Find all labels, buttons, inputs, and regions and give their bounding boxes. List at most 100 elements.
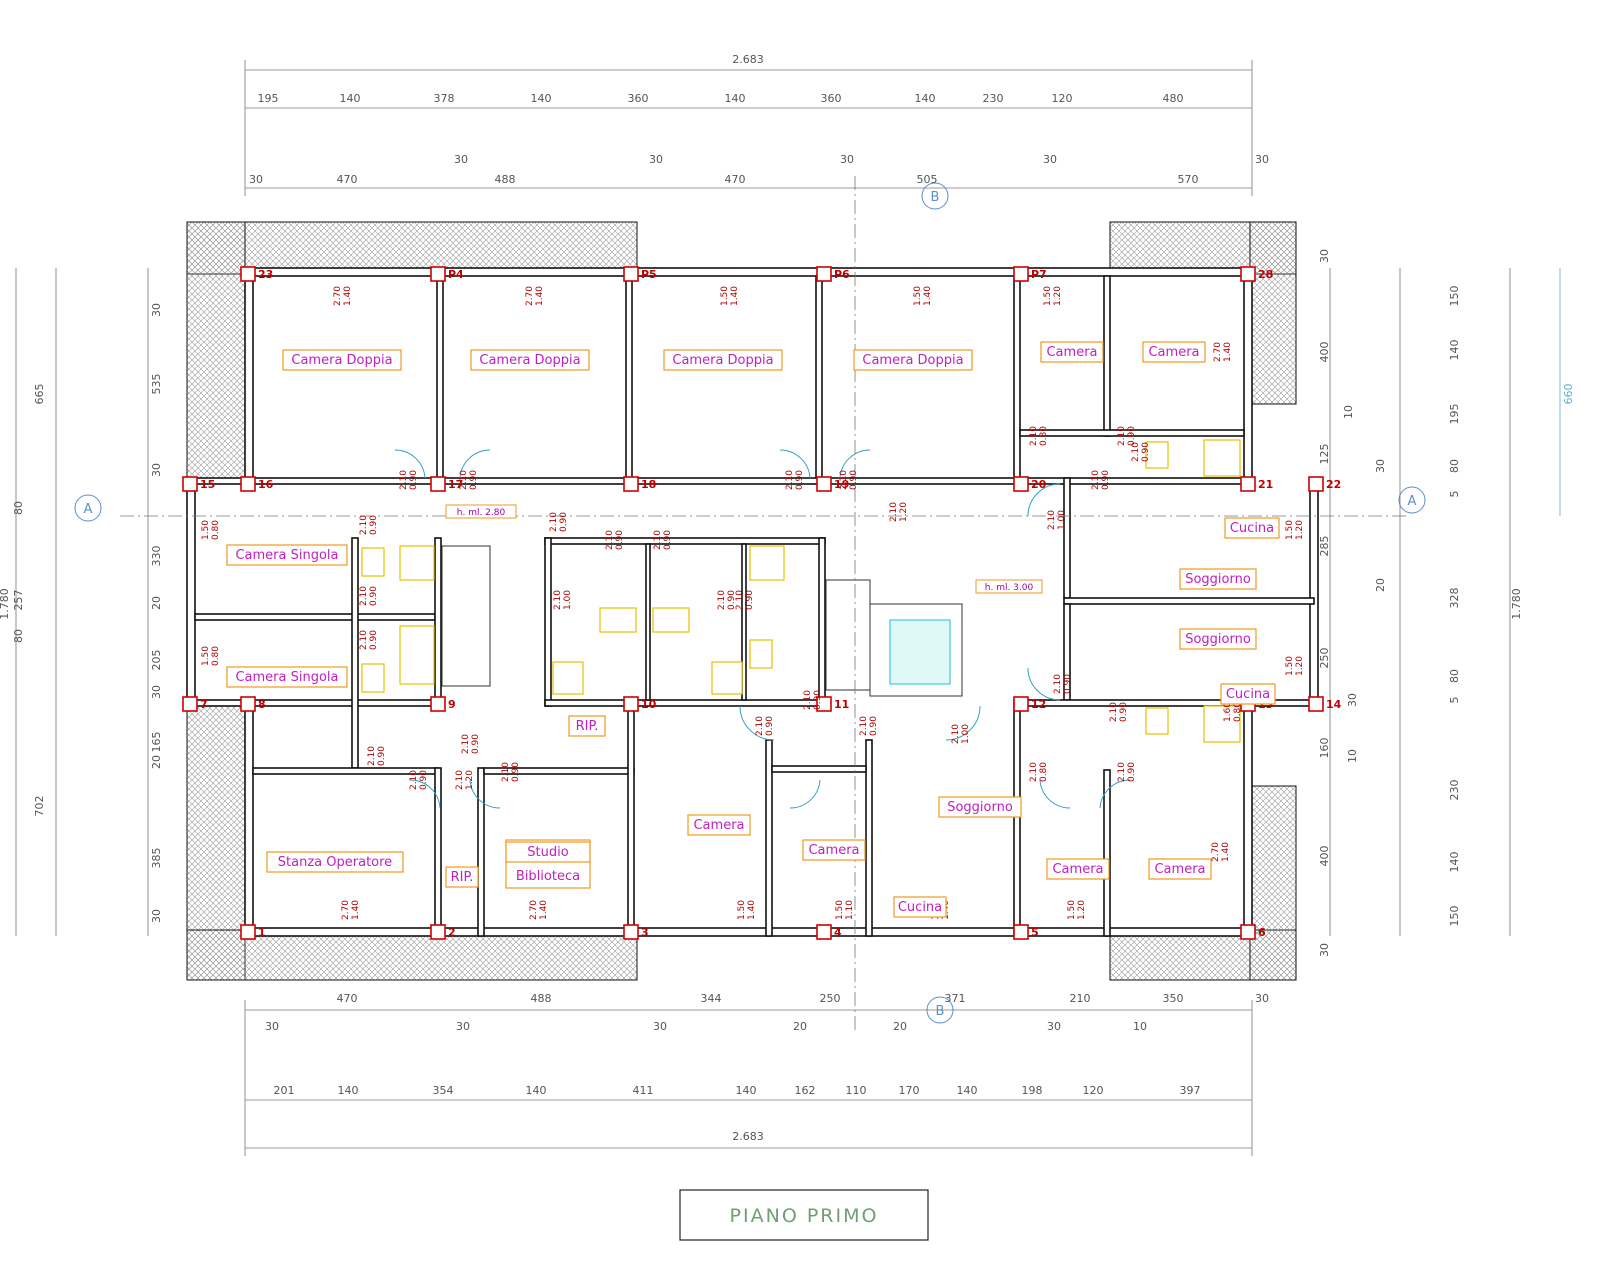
dim-top-2-8: 30 (1043, 153, 1057, 166)
dim-right-a-0: 30 (1318, 249, 1331, 263)
height-note-2: h. ml. 3.00 (985, 583, 1034, 593)
room-label-box (1148, 858, 1212, 880)
dim-bottom-2-10: 198 (1022, 1084, 1043, 1097)
dim-top-1-1: 140 (340, 92, 361, 105)
dim-right-small-3: 30 (1346, 693, 1359, 707)
opening-height: 2.10 (359, 630, 369, 650)
structural-columns: 23P4P5P6P7281516171819202122789101112131… (182, 266, 1342, 940)
opening-width: 1.40 (351, 900, 361, 920)
column-marker (1240, 924, 1256, 940)
opening-width: 1.20 (899, 502, 909, 522)
column-number: 22 (1326, 478, 1341, 491)
dim-right-a-4: 250 (1318, 648, 1331, 669)
room-label: Soggiorno (1185, 572, 1251, 587)
opening-height: 2.10 (1109, 702, 1119, 722)
room-label-box (802, 839, 866, 861)
column-marker (430, 476, 446, 492)
opening-width: 0.90 (469, 470, 479, 490)
dim-bottom-2-1: 140 (338, 1084, 359, 1097)
room-label: Cucina (1230, 521, 1274, 536)
column-number: 6 (1258, 926, 1266, 939)
dim-bottom-1b-5: 30 (1047, 1020, 1061, 1033)
dim-right-small-0: 10 (1342, 405, 1355, 419)
opening-height: 2.10 (755, 716, 765, 736)
room-label: Camera Doppia (672, 353, 773, 368)
dim-bottom-1b-1: 30 (456, 1020, 470, 1033)
column-number: 19 (834, 478, 849, 491)
height-notes: h. ml. 2.80 h. ml. 3.00 (445, 504, 1043, 594)
opening-width: 1.40 (923, 286, 933, 306)
dim-right-a-2: 125 (1318, 444, 1331, 465)
section-b-top-label: B (931, 190, 940, 205)
dim-top-2-7: 505 (917, 173, 938, 186)
dim-right-outer-0: 660 (1562, 384, 1575, 405)
dim-right-b-4: 5 (1448, 491, 1461, 498)
dim-left-mid-3: 330 (150, 546, 163, 567)
dim-bottom-1-7: 30 (1255, 992, 1269, 1005)
room-label-box (226, 544, 348, 566)
opening-height: 2.10 (359, 515, 369, 535)
opening-width: 0.90 (795, 470, 805, 490)
room-label: Camera Singola (235, 670, 338, 685)
opening-height: 1.50 (913, 286, 923, 306)
opening-height: 1.50 (835, 900, 845, 920)
column-number: 20 (1031, 478, 1047, 491)
column-number: 28 (1258, 268, 1273, 281)
column-marker (430, 696, 446, 712)
room-label: Camera Doppia (479, 353, 580, 368)
room-label-box (1142, 341, 1206, 363)
opening-width: 0.90 (615, 530, 625, 550)
dim-top-1-9: 120 (1052, 92, 1073, 105)
opening-width: 0.90 (1127, 426, 1137, 446)
opening-width: 1.40 (535, 286, 545, 306)
room-label: Stanza Operatore (278, 855, 392, 870)
opening-height: 2.10 (459, 470, 469, 490)
dim-bottom-2-5: 140 (736, 1084, 757, 1097)
door-swings (394, 449, 1131, 809)
dim-right-outer-1: 1.780 (1510, 588, 1523, 620)
column-number: 5 (1031, 926, 1039, 939)
room-label-box (853, 349, 973, 371)
opening-width: 0.80 (211, 520, 221, 540)
opening-width: 0.80 (1233, 702, 1243, 722)
dim-left-mid-2: 30 (150, 463, 163, 477)
dim-left-mid-1: 535 (150, 374, 163, 395)
dim-left-outer-2: 702 (33, 796, 46, 817)
opening-width: 0.80 (1039, 762, 1049, 782)
dim-left-mid-8: 20 (150, 755, 163, 769)
dim-left-mid-5: 205 (150, 650, 163, 671)
opening-width: 1.00 (1057, 510, 1067, 530)
dim-bottom-2-0: 201 (274, 1084, 295, 1097)
room-label: Camera Doppia (291, 353, 392, 368)
column-marker (1240, 266, 1256, 282)
column-number: P6 (834, 268, 850, 281)
opening-height: 1.60 (1223, 702, 1233, 722)
column-number: 4 (834, 926, 842, 939)
dim-left-inner-2: 80 (12, 629, 25, 643)
dim-bottom-2-6: 162 (795, 1084, 816, 1097)
column-number: 12 (1031, 698, 1046, 711)
opening-height: 2.10 (859, 716, 869, 736)
column-marker (1013, 924, 1029, 940)
opening-height: 2.10 (605, 530, 615, 550)
dim-bottom-1-2: 344 (701, 992, 722, 1005)
opening-height: 2.10 (1091, 470, 1101, 490)
opening-width: 0.90 (369, 515, 379, 535)
dim-top-2-1: 470 (337, 173, 358, 186)
column-marker (240, 696, 256, 712)
dim-bottom-1-5: 210 (1070, 992, 1091, 1005)
drawing-title: PIANO PRIMO (679, 1189, 929, 1241)
column-number: 23 (258, 268, 273, 281)
